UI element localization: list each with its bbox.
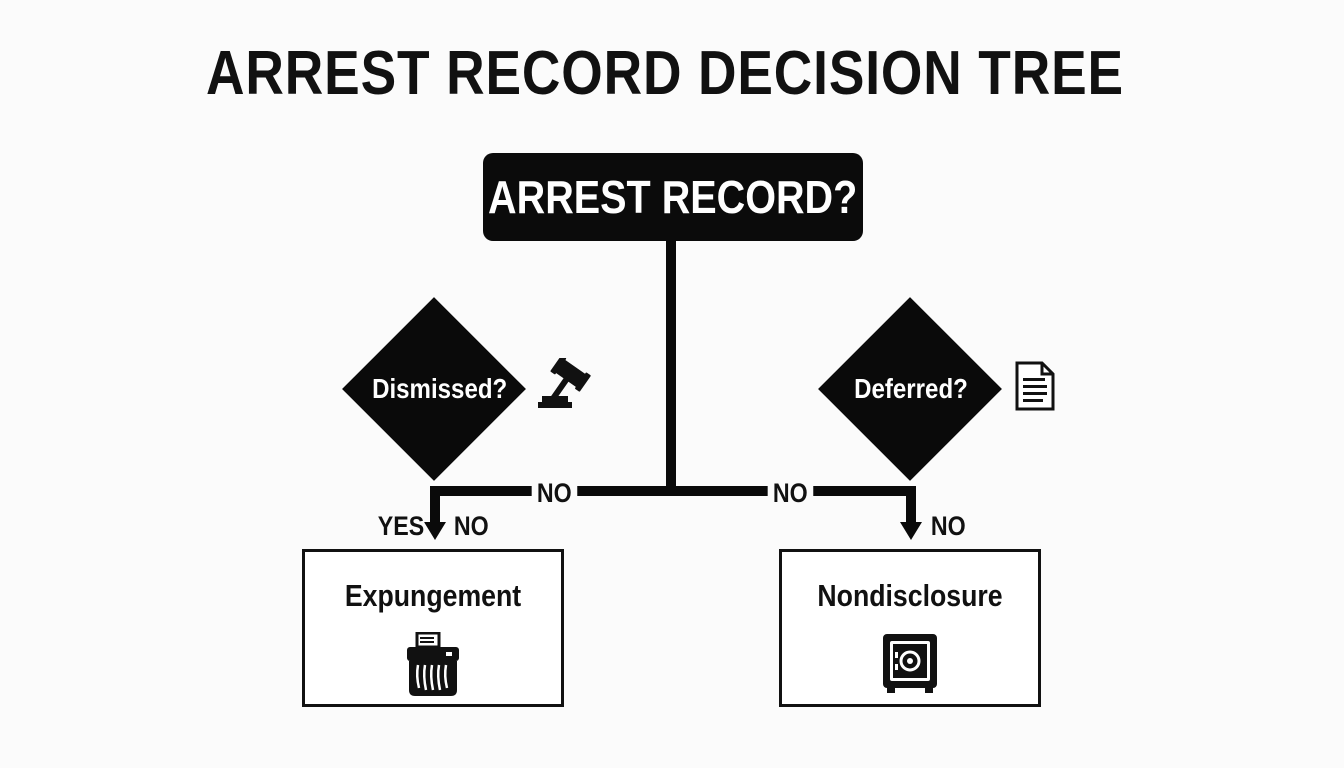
root-trunk-line [666,240,676,494]
nondisclosure-label: Nondisclosure [817,578,1003,613]
document-icon [1015,361,1055,411]
gavel-icon [538,358,591,408]
expungement-label: Expungement [344,578,522,613]
edge-label-left-no: NO [531,478,577,508]
expungement-box: Expungement [302,549,564,707]
nondisclosure-box: Nondisclosure [779,549,1041,707]
shredder-icon [407,632,459,696]
right-arrowhead [900,522,922,540]
left-drop-line [430,486,440,524]
root-node-label: ARREST RECORD? [488,171,858,223]
deferred-label: Deferred? [854,373,968,404]
edge-label-deferred-no: NO [930,511,966,541]
dismissed-label: Dismissed? [372,373,508,404]
edge-label-right-no: NO [767,478,813,508]
right-drop-line [906,486,916,524]
diagram-title: ARREST RECORD DECISION TREE [206,39,1124,108]
edge-label-dismissed-yes: YES [377,511,425,541]
left-arrowhead [424,522,446,540]
root-node: ARREST RECORD? [483,153,863,241]
edge-label-dismissed-no: NO [453,511,489,541]
safe-icon [883,634,937,693]
